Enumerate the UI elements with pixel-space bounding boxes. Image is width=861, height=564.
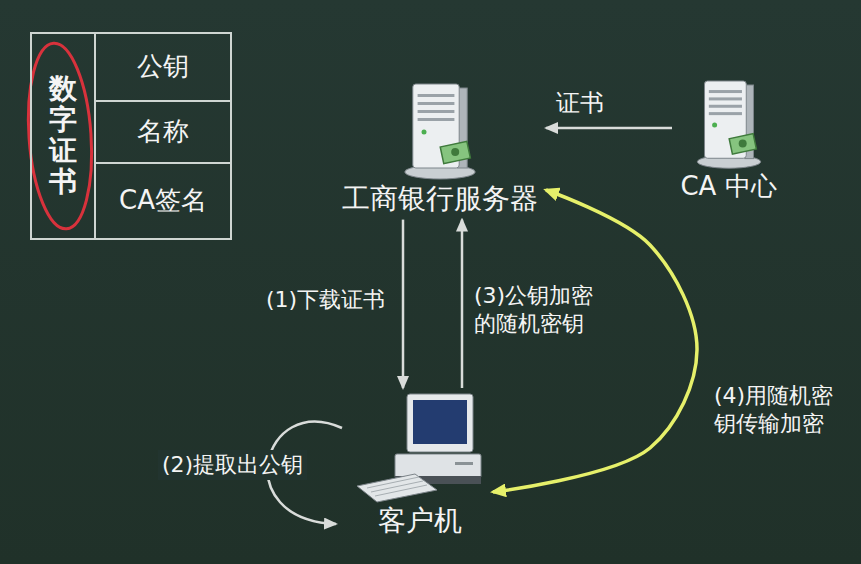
server-led — [712, 123, 717, 128]
monitor-screen — [413, 400, 467, 444]
node-label: 客户机 — [378, 504, 462, 538]
key-row — [367, 477, 419, 488]
certificate-seal — [451, 148, 459, 156]
field-cell: 公钥 — [94, 34, 230, 102]
edge-label: (3)公钥加密 的随机密钥 — [474, 282, 606, 337]
straight-arrow — [461, 220, 464, 388]
server-node: CA 中心 — [672, 75, 785, 206]
certificate-column: 数字证书 — [32, 34, 94, 238]
server-slot — [418, 110, 455, 113]
server-icon — [400, 82, 480, 182]
node-label: 工商银行服务器 — [342, 182, 538, 216]
step-label: (2)提取出公钥 — [158, 450, 307, 480]
edge-label: (1)下载证书 — [266, 286, 385, 314]
field-label: CA签名 — [119, 185, 207, 216]
keyboard — [357, 474, 437, 502]
computer-case — [395, 454, 481, 478]
vertical-heading: 数字证书 — [49, 74, 77, 197]
certificate-table: 数字证书 公钥名称 CA签名 — [30, 32, 232, 240]
computer-icon — [355, 392, 485, 504]
certificate-card — [729, 134, 756, 154]
certificate-seal — [738, 139, 746, 147]
key-row — [371, 481, 423, 492]
highlight-ellipse — [23, 41, 98, 231]
server-node: 工商银行服务器 — [334, 78, 546, 220]
field-cell: CA签名 — [94, 164, 230, 238]
straight-arrow — [546, 127, 672, 130]
server-slot — [708, 105, 741, 108]
server-slot — [708, 112, 741, 115]
edge-label: 证书 — [556, 88, 604, 118]
client-node: 客户机 — [347, 388, 493, 542]
server-icon — [693, 79, 765, 171]
monitor — [407, 394, 473, 452]
curved-arrow — [493, 190, 697, 492]
edge-label: (4)用随机密 钥传输加密 — [714, 382, 846, 437]
field-label: 名称 — [137, 116, 189, 147]
certificate-card — [440, 141, 470, 163]
field-label: 公钥 — [137, 51, 189, 82]
straight-arrow — [402, 220, 405, 388]
node-label: CA 中心 — [680, 171, 776, 202]
server-led — [422, 130, 427, 135]
server-slot — [418, 102, 455, 105]
key-row — [375, 485, 427, 496]
server-slot — [708, 90, 741, 93]
server-slot — [418, 94, 455, 97]
drive-slot — [455, 462, 473, 465]
field-cell: 名称 — [94, 102, 230, 164]
server-slot — [708, 97, 741, 100]
server-slot — [418, 118, 455, 121]
